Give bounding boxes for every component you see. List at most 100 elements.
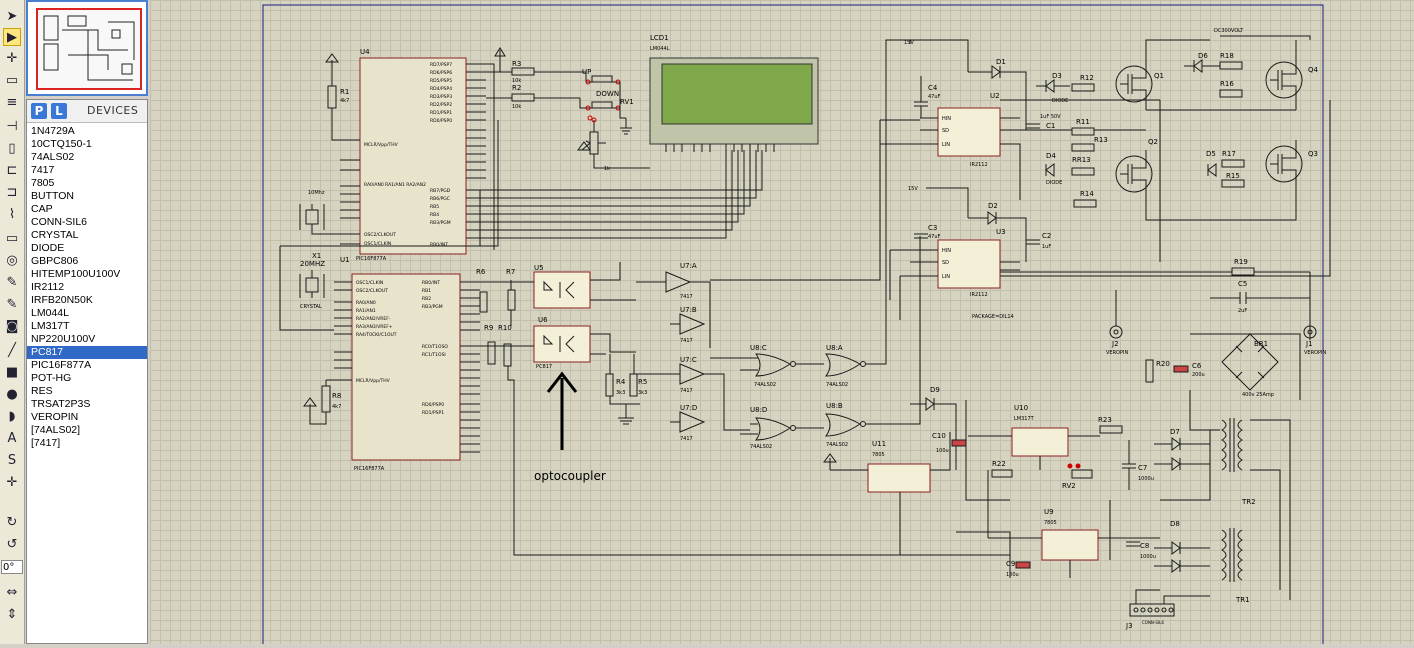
device-list-item[interactable]: DIODE [31, 242, 65, 254]
device-list-item[interactable]: LM317T [31, 320, 70, 332]
rotate-cw-icon[interactable]: ↻ [6, 515, 18, 530]
down-button-switch[interactable]: DOWN [579, 82, 632, 135]
tape-recorder-icon[interactable]: ▭ [5, 231, 19, 246]
r14-resistor[interactable]: R14 [1073, 190, 1097, 208]
device-pin-icon[interactable]: ⊐ [6, 185, 18, 200]
r7-resistor[interactable]: R7 [506, 268, 516, 326]
r10-resistor[interactable]: R10 [498, 324, 1010, 556]
u6-optocoupler[interactable]: U6 PC817 [480, 316, 636, 370]
c5-capacitor[interactable]: C5 2uF [1210, 280, 1310, 314]
pick-devices-button[interactable]: P [31, 103, 47, 119]
device-list-item[interactable]: CRYSTAL [31, 229, 79, 241]
voltage-probe-icon[interactable]: ✎ [6, 275, 18, 290]
r5-resistor[interactable]: R5 3k3 [618, 354, 647, 425]
r9-resistor[interactable]: R9 [484, 324, 496, 365]
device-list-item[interactable]: PIC16F877A [31, 359, 92, 371]
box-tool-icon[interactable]: ■ [5, 365, 19, 380]
r12-resistor[interactable]: R12 [1071, 74, 1095, 92]
r18-resistor[interactable]: R18 [1219, 52, 1243, 70]
j3-connector[interactable]: J3 CONN-SIL6 [1125, 589, 1210, 630]
device-list-item[interactable]: 10CTQ150-1 [31, 138, 92, 150]
q4-mosfet[interactable]: Q4 [1265, 40, 1319, 110]
c2-capacitor[interactable]: C2 1uF [1026, 232, 1051, 250]
x1-crystal[interactable]: X1 20MHZ CRYSTAL [279, 190, 481, 331]
rv1-potentiometer[interactable]: RV1 1k [577, 98, 650, 172]
u5-optocoupler[interactable]: U5 [480, 262, 636, 309]
r11-resistor[interactable]: R11 [1020, 118, 1146, 136]
overview-viewport[interactable] [36, 8, 142, 90]
d3-diode[interactable]: D3 DIODE [1036, 72, 1070, 104]
text-tool-icon[interactable]: A [7, 431, 17, 446]
device-list-item[interactable]: TRSAT2P3S [31, 398, 91, 410]
c8-capacitor[interactable]: C8 1000u [1126, 541, 1156, 560]
device-list-item[interactable]: IRFB20N50K [31, 294, 93, 306]
virtual-instrument-icon[interactable]: ◙ [5, 319, 19, 334]
r6-resistor[interactable]: R6 [476, 268, 488, 313]
device-list-item[interactable]: BUTTON [31, 190, 74, 202]
tr2-transformer[interactable]: TR2 [1221, 418, 1291, 600]
u8a-nor-gate[interactable]: U8:A 74ALS02 [825, 39, 940, 388]
u3-ir2112[interactable]: HIN SD LIN U3 IR2112 PACKAGE=DIL14 [920, 228, 1020, 320]
u8c-nor-gate[interactable]: U8:C 74ALS02 [710, 344, 824, 388]
lcd-display[interactable]: LCD1 LM044L [649, 34, 819, 152]
device-list-item[interactable]: CONN-SIL6 [31, 216, 88, 228]
device-list-item[interactable]: 7805 [31, 177, 55, 189]
text-script-icon[interactable]: ≡ [6, 95, 18, 110]
library-manager-button[interactable]: L [51, 103, 67, 119]
c9-capacitor[interactable]: C9 100u [1006, 560, 1031, 578]
subcircuit-icon[interactable]: ▯ [8, 141, 16, 156]
u7d-buffer[interactable]: U7:D 7417 [670, 404, 706, 442]
r15-resistor[interactable]: R15 [1221, 172, 1245, 188]
u7a-buffer[interactable]: U7:A 7417 [636, 262, 711, 348]
d4-diode[interactable]: D4 DIODE [1045, 152, 1062, 186]
d8-diode[interactable]: D8 [1154, 520, 1210, 573]
r3-resistor[interactable]: R3 10k [486, 47, 587, 84]
device-list-item[interactable]: VEROPIN [31, 411, 79, 423]
device-list-item[interactable]: POT-HG [31, 372, 72, 384]
d6-diode[interactable]: D6 [1184, 52, 1220, 73]
r16-resistor[interactable]: R16 [1219, 80, 1243, 98]
tr1-transformer[interactable]: TR1 [1221, 528, 1250, 604]
c6-capacitor[interactable]: C6 200u [1173, 362, 1205, 378]
r8-resistor[interactable]: R8 4k7 [303, 379, 341, 425]
u4-microcontroller[interactable]: U4 PIC16F877A MCLR/Vpp/THV RA0/AN0 RA1/A… [340, 48, 486, 262]
generator-icon[interactable]: ◎ [6, 253, 18, 268]
u1-microcontroller[interactable]: U1 PIC16F877A OSC1/CLKIN OSC2/CLKOUT RA0… [334, 256, 480, 472]
r4-resistor[interactable]: R4 3k3 [605, 354, 640, 405]
mirror-vertical-icon[interactable]: ⇕ [6, 607, 18, 622]
r17-resistor[interactable]: R17 [1221, 150, 1245, 168]
d2-diode[interactable]: D2 [968, 202, 1027, 262]
current-probe-icon[interactable]: ✎ [6, 297, 18, 312]
device-list-item[interactable]: [74ALS02] [31, 424, 81, 436]
device-list-item[interactable]: RES [31, 385, 53, 397]
line-tool-icon[interactable]: ╱ [8, 343, 16, 358]
device-list-item[interactable]: LM044L [31, 307, 69, 319]
junction-icon[interactable]: ✛ [6, 51, 18, 66]
device-list-item[interactable]: 1N4729A [31, 125, 75, 137]
symbol-tool-icon[interactable]: S [7, 453, 17, 468]
d7-diode[interactable]: D7 [1154, 428, 1210, 471]
marker-tool-icon[interactable]: ✛ [6, 475, 18, 490]
u7b-buffer[interactable]: U7:B 7417 [670, 306, 706, 344]
u7c-buffer[interactable]: U7:C 7417 [636, 356, 750, 431]
schematic-canvas[interactable]: U4 PIC16F877A MCLR/Vpp/THV RA0/AN0 RA1/A… [150, 0, 1414, 646]
br1-bridge-rectifier[interactable]: BR1 400v 25Amp [1189, 333, 1301, 431]
r1-resistor[interactable]: R1 4k7 [325, 53, 349, 141]
c10-capacitor[interactable]: C10 100u [932, 432, 967, 454]
component-mode-icon[interactable]: ▶ [3, 28, 21, 46]
c1-capacitor[interactable]: 1uF 50V C1 [1026, 114, 1061, 130]
device-list-item[interactable]: PC817 [27, 346, 147, 359]
device-list-item[interactable]: HITEMP100U100V [31, 268, 121, 280]
r22-resistor[interactable]: R22 [991, 460, 1013, 478]
select-arrow-icon[interactable]: ➤ [6, 9, 18, 24]
mirror-horizontal-icon[interactable]: ⇔ [6, 585, 18, 600]
q2-mosfet[interactable]: Q2 [1115, 138, 1158, 200]
c4-capacitor[interactable]: C4 47uF [914, 76, 941, 118]
graph-icon[interactable]: ⌇ [8, 207, 16, 222]
device-list-item[interactable]: CAP [31, 203, 53, 215]
bus-icon[interactable]: ⊣ [6, 119, 18, 134]
arc-tool-icon[interactable]: ◗ [8, 409, 16, 424]
u8d-nor-gate[interactable]: U8:D 74ALS02 [740, 406, 824, 450]
rotate-ccw-icon[interactable]: ↺ [6, 537, 18, 552]
rv2-potentiometer[interactable]: RV2 [1062, 463, 1093, 490]
